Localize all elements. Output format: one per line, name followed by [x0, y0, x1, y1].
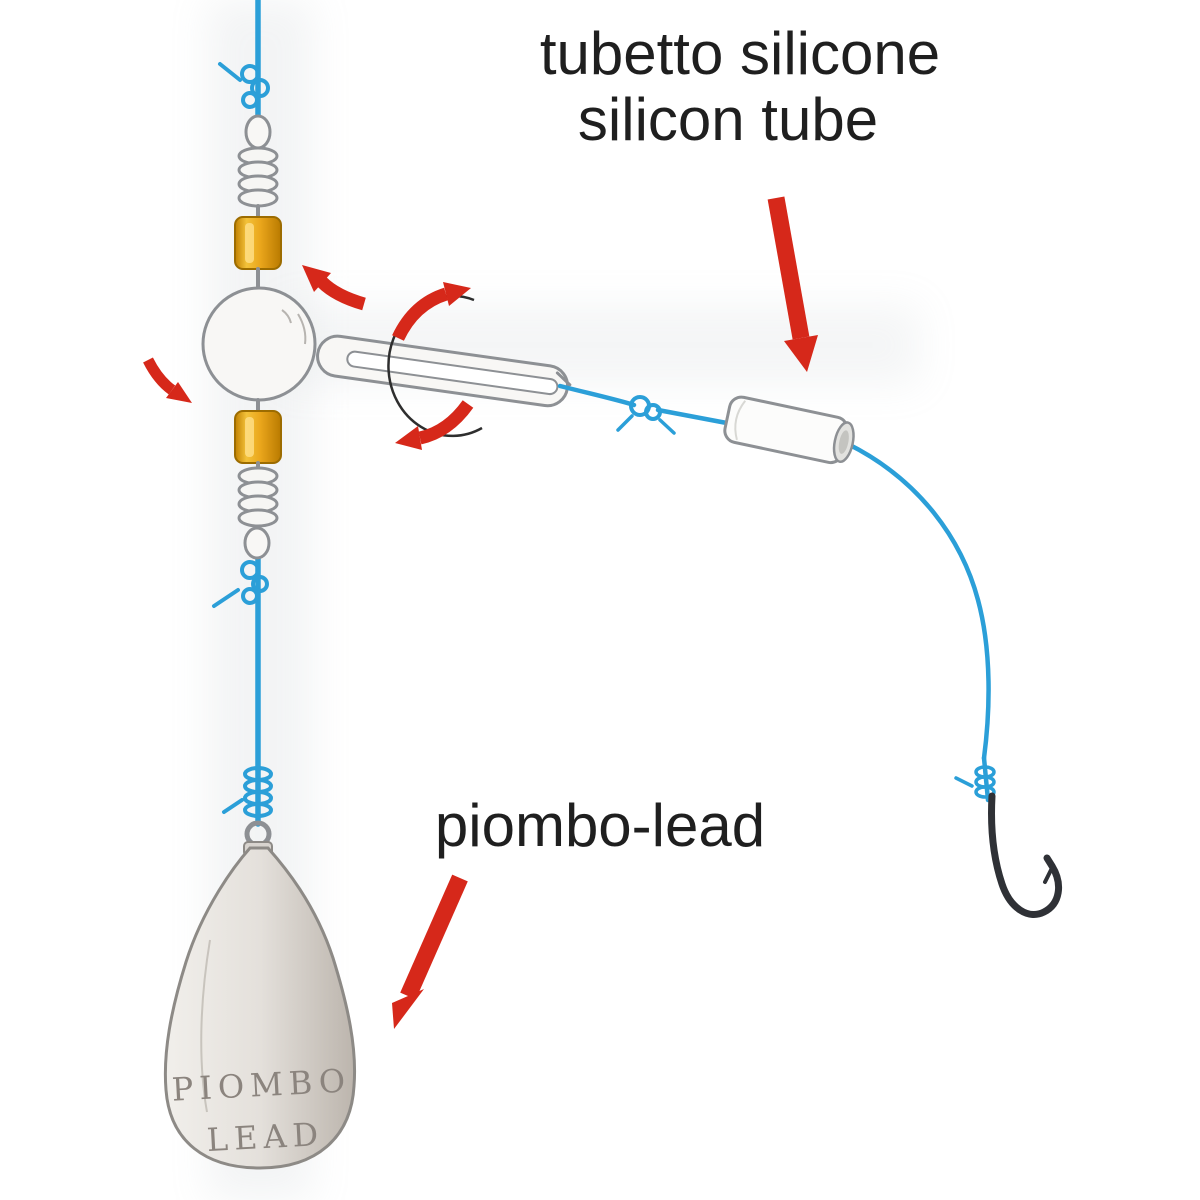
tube-pointer-arrow — [767, 196, 818, 372]
top-knot — [218, 62, 270, 109]
bead-top — [234, 216, 282, 292]
tube-label-line1: tubetto silicone — [540, 20, 940, 87]
lead-weight: PIOMBO LEAD — [163, 820, 357, 1170]
bottom-swivel — [237, 466, 279, 560]
rotation-arrow-up-left — [302, 265, 366, 311]
lead-label: piombo-lead — [435, 792, 765, 859]
tube-label-line2: silicon tube — [578, 86, 878, 153]
bottom-knot — [212, 560, 269, 608]
rotation-arrow-up-right — [392, 282, 471, 341]
clip-knot — [616, 395, 676, 435]
bead-bottom — [234, 398, 282, 474]
snell-knot — [954, 765, 996, 799]
weight-knot — [222, 766, 273, 818]
rotation-arrow-small-left — [143, 357, 192, 403]
ball-swivel — [201, 286, 317, 402]
weight-text-lead: LEAD — [206, 1115, 325, 1159]
weight-text-piombo: PIOMBO — [171, 1061, 352, 1108]
silicone-tube — [723, 395, 855, 465]
hook-barb — [1043, 864, 1055, 884]
labels: tubetto silicone silicon tube piombo-lea… — [435, 20, 940, 859]
fishing-hook — [988, 792, 1063, 918]
top-swivel — [237, 114, 279, 220]
weight-pointer-arrow — [392, 874, 468, 1029]
rotation-arrow-down-left — [395, 400, 474, 450]
